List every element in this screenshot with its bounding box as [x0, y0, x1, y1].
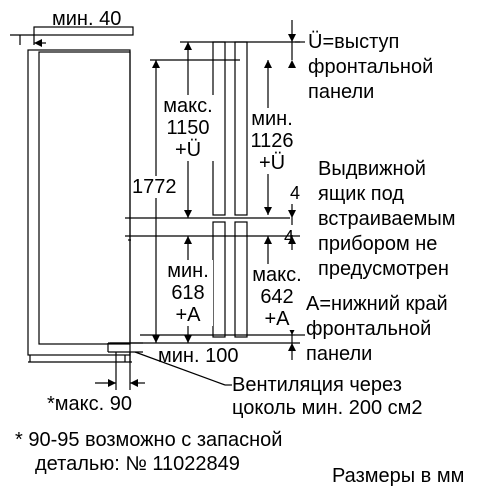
label-drawer-line5: предусмотрен: [318, 258, 449, 280]
label-drawer-line3: встраиваемым: [318, 208, 456, 230]
label-max-642-line1: макс.: [252, 264, 302, 286]
label-min-100: мин. 100: [158, 345, 239, 367]
label-drawer-line1: Выдвижной: [318, 158, 426, 180]
label-max-1150-line3: +Ü: [174, 139, 202, 161]
label-a-definition: A=нижний край фронтальной панели: [306, 292, 448, 367]
niche-top-wall: [33, 26, 134, 36]
label-units: Размеры в мм: [332, 465, 465, 487]
label-min-618-line3: +A: [175, 304, 201, 326]
cabinet-outline: [27, 49, 131, 356]
label-a-line3: панели: [306, 343, 373, 365]
footnote-line2: деталью: № 11022849: [35, 453, 240, 475]
label-ventilation-line2: цоколь мин. 200 см2: [232, 397, 423, 419]
label-max-90: *макс. 90: [47, 393, 132, 415]
label-max-1150: макс. 1150 +Ü: [158, 95, 218, 161]
footnote-line1: * 90-95 возможно с запасной: [15, 429, 283, 451]
label-u-line3: панели: [308, 81, 375, 103]
label-1772: 1772: [132, 176, 177, 198]
label-u-line2: фронтальной: [308, 56, 434, 78]
label-max-642-line3: +A: [264, 308, 290, 330]
label-ventilation-line1: Вентиляция через: [232, 374, 402, 396]
label-u-line1: Ü=выступ: [308, 31, 400, 53]
label-min-618-line1: мин.: [167, 260, 209, 282]
label-max-642: макс. 642 +A: [248, 264, 306, 330]
lower-door-left: [212, 221, 226, 338]
label-max-1150-line2: 1150: [166, 117, 210, 139]
label-u-definition: Ü=выступ фронтальной панели: [308, 30, 433, 105]
label-ventilation: Вентиляция через цоколь мин. 200 см2: [232, 374, 423, 420]
fridge-body: [38, 51, 131, 345]
label-min-1126: мин. 1126 +Ü: [248, 108, 296, 174]
label-gap-4-upper: 4: [290, 182, 301, 204]
label-min-618: мин. 618 +A: [163, 260, 213, 326]
label-a-line2: фронтальной: [306, 318, 432, 340]
label-drawer-line2: ящик под: [318, 183, 404, 205]
label-min-40: мин. 40: [52, 8, 122, 30]
label-gap-4-lower: 4: [284, 227, 295, 247]
label-max-1150-line1: макс.: [163, 95, 213, 117]
label-drawer-line4: прибором не: [318, 233, 438, 255]
label-a-line1: A=нижний край: [306, 293, 448, 315]
label-drawer-note: Выдвижной ящик под встраиваемым прибором…: [318, 157, 456, 282]
label-min-1126-line1: мин.: [251, 108, 293, 130]
label-max-642-line2: 642: [260, 286, 294, 308]
label-min-1126-line3: +Ü: [258, 152, 286, 174]
upper-door-right: [234, 41, 248, 216]
label-min-1126-line2: 1126: [250, 130, 294, 152]
lower-door-right: [234, 221, 248, 338]
footnote: * 90-95 возможно с запасной деталью: № 1…: [15, 428, 282, 476]
label-min-618-line2: 618: [171, 282, 205, 304]
